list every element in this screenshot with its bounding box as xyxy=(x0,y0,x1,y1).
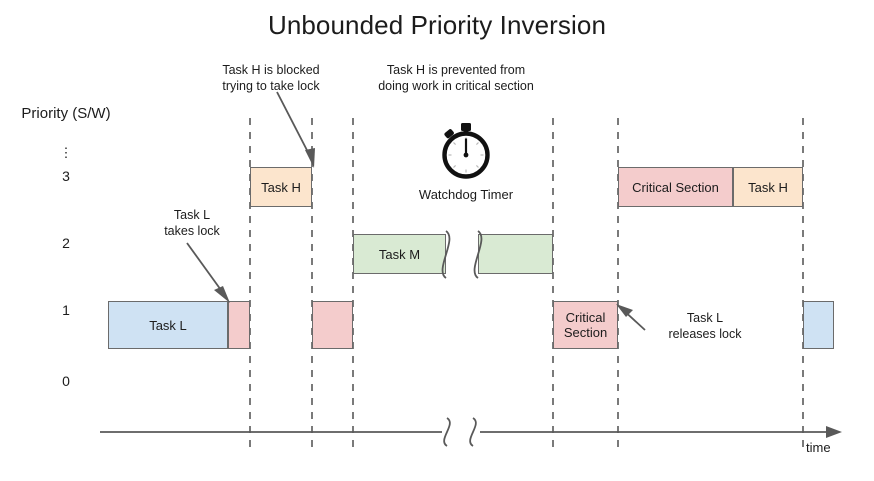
task-block-task-m-run-a: Task M xyxy=(353,234,446,274)
page-title: Unbounded Priority Inversion xyxy=(267,10,607,40)
annotation-task-l-takes-lock: Task L takes lock xyxy=(164,208,220,238)
arrowhead-task-l-releases-lock xyxy=(616,304,633,317)
arrow-task-l-takes-lock xyxy=(186,242,227,298)
stopwatch-icon xyxy=(442,123,490,179)
task-block-task-h-blocked-b: Task H xyxy=(250,167,312,207)
y-tick-1: 1 xyxy=(62,302,70,318)
task-block-task-m-run-b xyxy=(478,234,553,274)
task-block-task-l-crit-1 xyxy=(228,301,250,349)
axis-break-right-icon xyxy=(469,417,477,447)
axis-break-left-icon xyxy=(443,417,451,447)
arrowhead-task-h-blocked xyxy=(305,148,315,168)
time-axis-arrowhead xyxy=(826,426,842,438)
arrow-task-l-releases-lock xyxy=(620,307,646,331)
y-tick-0: 0 xyxy=(62,373,70,389)
annotation-task-h-prevented: Task H is prevented from doing work in c… xyxy=(378,63,534,93)
y-tick-2: 2 xyxy=(62,235,70,251)
task-block-label: Task H xyxy=(748,179,788,195)
task-block-label: Task L xyxy=(149,317,187,333)
y-axis-title: Priority (S/W) xyxy=(21,105,111,122)
task-block-label: Task H xyxy=(261,179,301,195)
watchdog-timer-group: Watchdog Timer xyxy=(381,122,551,202)
y-tick-3: 3 xyxy=(62,168,70,184)
task-block-task-l-run: Task L xyxy=(108,301,228,349)
task-block-label: Critical Section xyxy=(632,179,719,195)
task-block-task-l-resume xyxy=(803,301,834,349)
task-block-task-l-crit-3: Critical Section xyxy=(553,301,618,349)
annotation-task-h-blocked: Task H is blocked trying to take lock xyxy=(222,63,320,93)
task-block-label: Critical Section xyxy=(563,310,608,340)
task-block-label: Task M xyxy=(378,246,421,262)
task-block-task-h-run: Task H xyxy=(733,167,803,207)
annotation-task-l-releases-lock: Task L releases lock xyxy=(668,311,742,341)
arrow-task-h-blocked xyxy=(276,91,312,159)
watchdog-timer-label: Watchdog Timer xyxy=(418,187,514,202)
task-block-task-h-crit: Critical Section xyxy=(618,167,733,207)
task-block-task-l-crit-2 xyxy=(312,301,353,349)
y-axis-ellipsis: ⋮ xyxy=(59,145,73,160)
x-axis-label: time xyxy=(806,440,831,455)
